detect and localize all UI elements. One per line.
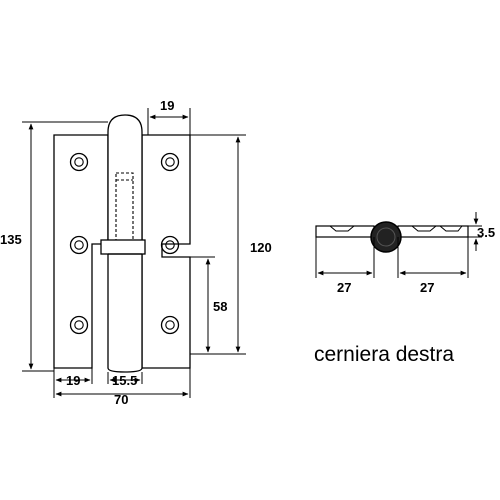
label-leaf-height: 120 — [250, 240, 272, 255]
knuckle-collar — [100, 239, 146, 255]
right-leaf — [141, 134, 191, 369]
label-total-width: 70 — [114, 392, 128, 407]
label-knuckle-width: 15.5 — [112, 373, 137, 388]
label-section-right: 27 — [420, 280, 434, 295]
label-left-leaf-width: 19 — [66, 373, 80, 388]
section-knuckle — [370, 221, 402, 253]
screw-hole — [160, 315, 180, 335]
label-top-width: 19 — [160, 98, 174, 113]
label-pin-offset: 58 — [213, 299, 227, 314]
screw-hole — [160, 152, 180, 172]
hinge-cross-section — [315, 221, 469, 253]
screw-hole — [69, 315, 89, 335]
screw-hole — [160, 235, 180, 255]
label-total-height: 135 — [0, 232, 22, 247]
drawing-caption: cerniera destra — [314, 343, 454, 366]
screw-hole — [69, 235, 89, 255]
label-thickness: 3.5 — [477, 225, 495, 240]
label-section-left: 27 — [337, 280, 351, 295]
hinge-front-view — [53, 114, 191, 373]
screw-hole — [69, 152, 89, 172]
screw-holes — [69, 152, 180, 335]
